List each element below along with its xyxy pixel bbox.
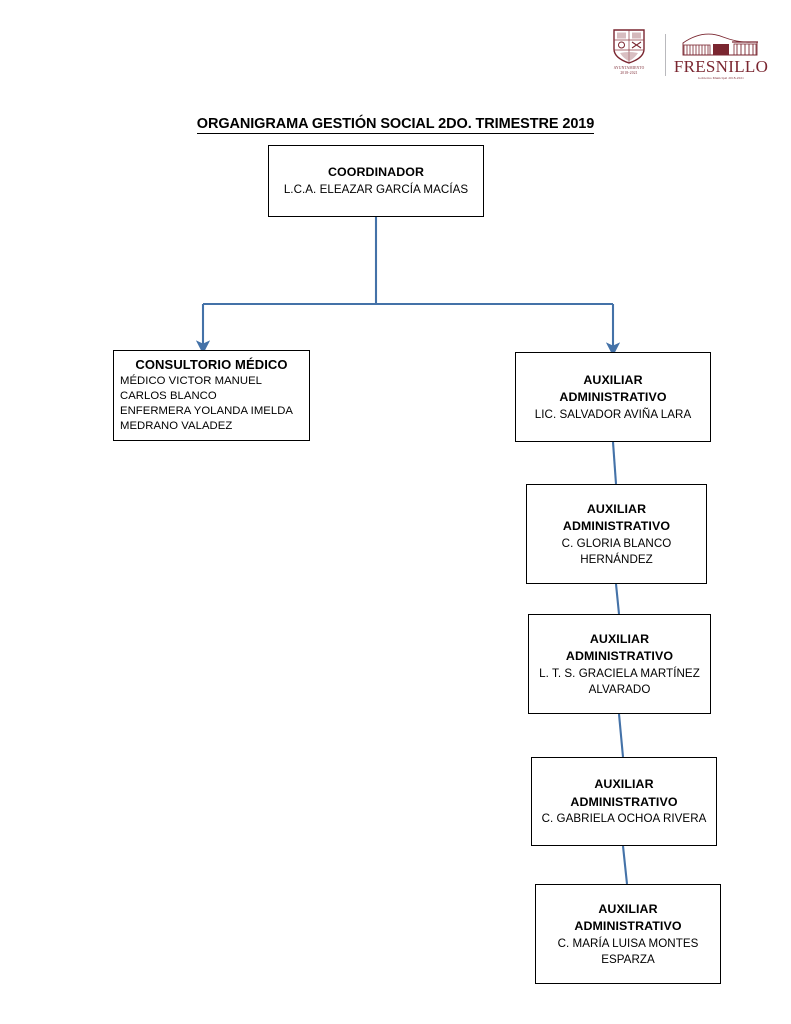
org-node-auxiliar-administrativo-5[interactable]: AUXILIAR ADMINISTRATIVO C. MARÍA LUISA M… (535, 884, 721, 984)
node-staff-line: MEDRANO VALADEZ (120, 420, 233, 433)
node-staff-line: CARLOS BLANCO (120, 389, 217, 402)
node-person-line2: HERNÁNDEZ (580, 552, 653, 566)
node-role-line2: ADMINISTRATIVO (574, 919, 682, 933)
org-node-auxiliar-administrativo-2[interactable]: AUXILIAR ADMINISTRATIVO C. GLORIA BLANCO… (526, 484, 707, 584)
fresnillo-logo: FRESNILLO Gobierno Municipal 2018-2021 (673, 31, 769, 80)
node-role-line1: AUXILIAR (583, 372, 643, 387)
node-role-line1: AUXILIAR (586, 501, 647, 516)
fresnillo-wordmark: FRESNILLO (673, 56, 769, 76)
org-node-coordinador[interactable]: COORDINADOR L.C.A. ELEAZAR GARCÍA MACÍAS (268, 145, 484, 217)
header-logo-bar: AYUNTAMIENTO 2018-2021 (598, 26, 768, 84)
node-role-line2: ADMINISTRATIVO (562, 519, 671, 533)
node-role-line1: AUXILIAR (594, 777, 654, 791)
node-role-line1: AUXILIAR (598, 901, 658, 916)
node-role: CONSULTORIO MÉDICO (135, 357, 288, 372)
org-node-auxiliar-administrativo-1[interactable]: AUXILIAR ADMINISTRATIVO LIC. SALVADOR AV… (515, 352, 711, 442)
node-staff-line: ENFERMERA YOLANDA IMELDA (120, 404, 294, 417)
node-role: COORDINADOR (327, 165, 425, 180)
node-person: L.C.A. ELEAZAR GARCÍA MACÍAS (283, 182, 469, 196)
coat-of-arms-shield-icon: AYUNTAMIENTO 2018-2021 (598, 27, 660, 83)
fresnillo-building-icon (682, 33, 758, 55)
node-person-line2: ESPARZA (601, 952, 655, 966)
org-node-auxiliar-administrativo-3[interactable]: AUXILIAR ADMINISTRATIVO L. T. S. GRACIEL… (528, 614, 711, 714)
node-person-line2: ALVARADO (588, 682, 651, 696)
page-title: ORGANIGRAMA GESTIÓN SOCIAL 2DO. TRIMESTR… (0, 116, 791, 134)
node-person-line1: C. GLORIA BLANCO (561, 536, 672, 550)
fresnillo-tagline: Gobierno Municipal 2018-2021 (698, 75, 744, 80)
node-person-line1: C. GABRIELA OCHOA RIVERA (541, 812, 707, 825)
node-person-line1: C. MARÍA LUISA MONTES (557, 936, 699, 950)
shield-caption: AYUNTAMIENTO 2018-2021 (613, 66, 645, 75)
node-role-line2: ADMINISTRATIVO (559, 390, 667, 404)
org-node-consultorio-medico[interactable]: CONSULTORIO MÉDICO MÉDICO VICTOR MANUEL … (113, 350, 310, 441)
page-title-text: ORGANIGRAMA GESTIÓN SOCIAL 2DO. TRIMESTR… (196, 116, 595, 134)
node-role-line1: AUXILIAR (589, 631, 650, 646)
node-person-line1: LIC. SALVADOR AVIÑA LARA (534, 407, 692, 421)
node-role-line2: ADMINISTRATIVO (565, 649, 674, 663)
node-person-line1: L. T. S. GRACIELA MARTÍNEZ (539, 666, 700, 680)
node-role-line2: ADMINISTRATIVO (570, 794, 678, 809)
node-staff-line: MÉDICO VICTOR MANUEL (120, 374, 263, 387)
org-node-auxiliar-administrativo-4[interactable]: AUXILIAR ADMINISTRATIVO C. GABRIELA OCHO… (531, 757, 717, 846)
logo-divider (665, 34, 666, 76)
